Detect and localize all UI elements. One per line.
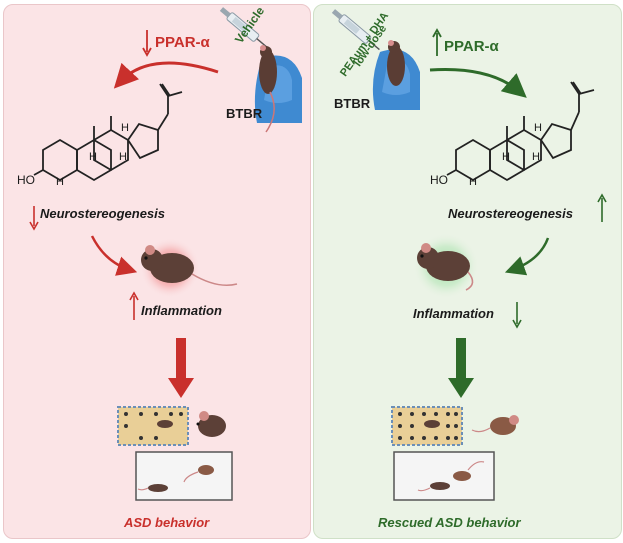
behavior-test-box-left bbox=[117, 406, 189, 446]
inflammation-up-arrow-icon bbox=[129, 291, 139, 320]
right-arrow-to-mouse bbox=[504, 237, 550, 276]
ppar-label-right: PPAR-α bbox=[444, 38, 499, 55]
syringe-icon-right bbox=[331, 9, 380, 51]
hand-holding-mouse-icon bbox=[254, 45, 302, 133]
molecule-h-right-3: H bbox=[532, 151, 540, 163]
strain-label-left: BTBR bbox=[226, 106, 263, 121]
steroid-molecule-left bbox=[33, 83, 183, 182]
mouse-icon-left bbox=[141, 245, 238, 287]
hand-holding-mouse-icon-right bbox=[372, 40, 420, 110]
molecule-h-left-2: H bbox=[89, 151, 97, 163]
ppar-down-arrow-icon bbox=[142, 30, 152, 57]
molecule-ho-right: HO bbox=[430, 173, 448, 187]
neurostereogenesis-label-right: Neurostereogenesis bbox=[448, 206, 573, 221]
neurostereogenesis-label-left: Neurostereogenesis bbox=[40, 206, 165, 221]
steroid-molecule-right bbox=[446, 81, 595, 182]
molecule-h-right-4: H bbox=[469, 176, 477, 188]
neuro-up-arrow-icon bbox=[597, 193, 607, 222]
inflammation-label-left: Inflammation bbox=[141, 303, 222, 318]
mouse-icon-right bbox=[417, 243, 474, 291]
ppar-up-arrow-icon bbox=[432, 28, 442, 56]
behavior-test-box-right bbox=[391, 406, 463, 446]
outcome-label-right: Rescued ASD behavior bbox=[378, 515, 521, 530]
social-test-box-left bbox=[135, 451, 233, 501]
mouse-standing-icon-right bbox=[471, 415, 519, 435]
molecule-h-left-4: H bbox=[56, 176, 64, 188]
neuro-down-arrow-icon bbox=[29, 206, 39, 231]
mouse-sitting-icon-left bbox=[196, 411, 226, 437]
inflammation-down-arrow-icon bbox=[512, 302, 522, 329]
social-test-box-right bbox=[393, 451, 495, 501]
molecule-h-right-1: H bbox=[534, 122, 542, 134]
right-arrow-to-molecule bbox=[429, 68, 527, 98]
big-down-arrow-left bbox=[168, 338, 194, 398]
molecule-h-right-2: H bbox=[502, 151, 510, 163]
molecule-h-left-1: H bbox=[121, 122, 129, 134]
left-arrow-to-molecule bbox=[113, 61, 219, 89]
strain-label-right: BTBR bbox=[334, 96, 371, 111]
ppar-label-left: PPAR-α bbox=[155, 34, 210, 51]
big-down-arrow-right bbox=[448, 338, 474, 398]
syringe-icon bbox=[219, 7, 268, 49]
inflammation-label-right: Inflammation bbox=[413, 306, 494, 321]
molecule-ho-left: HO bbox=[17, 173, 35, 187]
outcome-label-left: ASD behavior bbox=[124, 515, 210, 530]
left-arrow-to-mouse bbox=[90, 235, 138, 276]
molecule-h-left-3: H bbox=[119, 151, 127, 163]
